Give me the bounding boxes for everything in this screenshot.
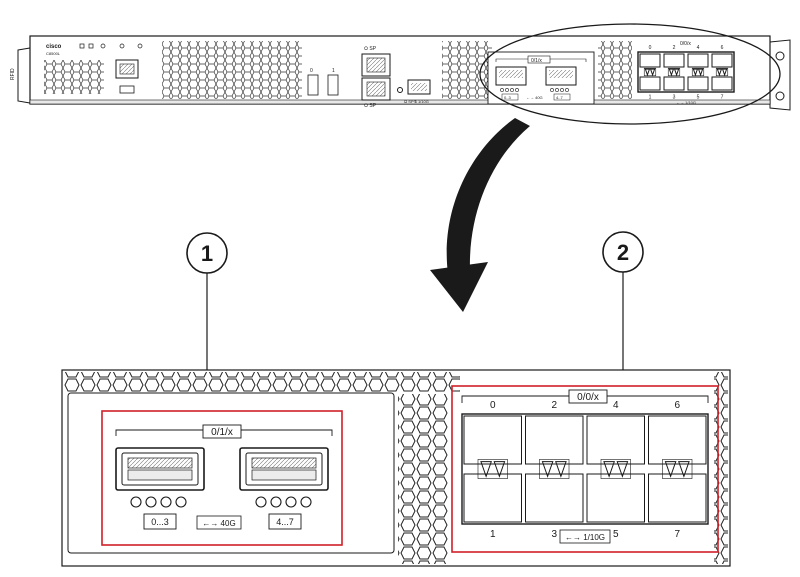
callout-2: 2	[602, 231, 644, 382]
chassis-qsfp-module: 0/1/x 0..3 ←→ 40G 4..7	[487, 51, 595, 105]
vent-grill	[162, 41, 302, 99]
qsfp-group-label-box	[202, 424, 242, 439]
rj45-ports: ⭘ SP ⭘ SP	[361, 46, 391, 109]
sfp-port-1	[463, 473, 522, 523]
qsfp-speed-label: ←→ 40G	[202, 519, 235, 528]
sfp-port-number: 3	[673, 95, 676, 101]
sfp-port-6	[711, 53, 733, 68]
sfp-port-number: 5	[613, 529, 619, 540]
detail-vent-top	[64, 372, 460, 392]
sfp-port-number: 5	[697, 95, 700, 101]
sfp-port-number: 0	[490, 400, 496, 411]
sfp-group-label-box	[568, 389, 608, 404]
sfp-port-0	[639, 53, 661, 68]
sfp-port-7	[648, 473, 707, 523]
sfp-port-4	[687, 53, 709, 68]
sfp-latch-icon	[541, 461, 567, 478]
sfp-port-number: 7	[674, 529, 680, 540]
chassis-sfp-cage: 0 1 2 3 4 5 6 7	[637, 45, 735, 101]
zoom-ellipse	[479, 23, 781, 125]
reset-button	[397, 87, 403, 93]
router-chassis: RFID cisco C8500L 0 1 ⭘ S	[10, 35, 791, 111]
svg-text:0: 0	[310, 68, 313, 74]
sfp-port-number: 4	[697, 45, 700, 51]
sfp-port-number: 7	[721, 95, 724, 101]
sfp-port-number: 2	[673, 45, 676, 51]
sfp-port-5	[586, 473, 645, 523]
sfp-port-number: 0	[649, 45, 652, 51]
svg-text:1: 1	[201, 241, 213, 266]
qsfp-port-4-7	[239, 447, 329, 491]
sfp-port-number: 6	[674, 400, 680, 411]
rack-screw-icon	[775, 91, 785, 101]
sfp-latch-icon	[692, 68, 704, 77]
sfp-port-number: 3	[551, 529, 557, 540]
callout-1: 1	[186, 232, 228, 412]
qsfp-group-label: 0/1/x	[211, 427, 233, 438]
zoom-arrow	[430, 118, 530, 312]
qsfp-port-range-a: 0...3	[151, 517, 169, 527]
status-led-row	[79, 43, 143, 49]
qsfp-status-leds	[130, 496, 312, 508]
left-rack-ear	[17, 47, 31, 104]
svg-text:2: 2	[617, 240, 629, 265]
sfp-port-0	[463, 415, 522, 465]
sfp-port-1	[639, 76, 661, 91]
chassis-sfp-speed: ←→ 1/10G	[676, 100, 696, 105]
sfp-port-5	[687, 76, 709, 91]
svg-text:cisco: cisco	[46, 44, 62, 50]
usb-console-port	[119, 85, 135, 94]
qsfp-port-range-b: 4...7	[276, 517, 294, 527]
sfp-port-7	[711, 76, 733, 91]
sfp-port-number: 6	[721, 45, 724, 51]
sfp-port-6	[648, 415, 707, 465]
sfp-latch-icon	[716, 68, 728, 77]
svg-text:C8500L: C8500L	[46, 51, 61, 56]
svg-text:⭘ SP⮁ 1/10G: ⭘ SP⮁ 1/10G	[404, 99, 429, 104]
vent-grill	[442, 41, 492, 99]
sfp-port-number: 4	[613, 400, 619, 411]
svg-text:⭘ SP: ⭘ SP	[364, 103, 377, 109]
sfp-latch-icon	[480, 461, 506, 478]
detail-vent-left-edge	[64, 392, 68, 564]
usb-ports: 0 1	[307, 68, 339, 96]
svg-text:←→ 40G: ←→ 40G	[526, 95, 543, 100]
detail-panel: 0/1/x 0...3 ←→ 40G 4...7 0/0/x 0 1 2 3 4 5 6 7	[61, 369, 731, 567]
svg-text:1: 1	[332, 68, 335, 74]
qsfp-highlight-box	[101, 410, 343, 546]
sfp-highlight-box	[451, 385, 719, 553]
svg-text:4..7: 4..7	[556, 95, 563, 100]
sfp-port-3	[525, 473, 584, 523]
rack-screw-icon	[775, 51, 785, 61]
sfp-latch-icon	[603, 461, 629, 478]
sfp-latch-icon	[644, 68, 656, 77]
sfp-port-number: 2	[551, 400, 557, 411]
sfp-port-4	[586, 415, 645, 465]
detail-vent-middle	[398, 394, 448, 564]
svg-text:⭘ SP: ⭘ SP	[364, 46, 377, 52]
sfp-port-number: 1	[649, 95, 652, 101]
sfp-port-2	[525, 415, 584, 465]
sfp-cage: 0 1 2 3 4 5 6 7	[461, 400, 709, 540]
sfp-latch-icon	[668, 68, 680, 77]
mgmt-sfp-port: ⭘ SP⮁ 1/10G	[404, 79, 431, 104]
qsfp-port-0-3	[115, 447, 205, 491]
sfp-port-number: 1	[490, 529, 496, 540]
vent-grill	[44, 60, 104, 94]
cisco-logo: cisco C8500L	[46, 44, 62, 56]
sfp-port-3	[663, 76, 685, 91]
qsfp-faceplate	[67, 392, 395, 554]
sfp-port-2	[663, 53, 685, 68]
sfp-speed-label: ←→ 1/10G	[565, 533, 605, 542]
svg-text:0/1/x: 0/1/x	[531, 58, 542, 64]
sfp-group-label: 0/0/x	[577, 392, 599, 403]
vent-grill	[598, 41, 632, 99]
sfp-latch-icon	[664, 461, 690, 478]
svg-text:0..3: 0..3	[504, 95, 511, 100]
rfid-label: RFID	[10, 68, 16, 80]
chassis-sfp-group-label: 0/0/x	[680, 41, 691, 47]
